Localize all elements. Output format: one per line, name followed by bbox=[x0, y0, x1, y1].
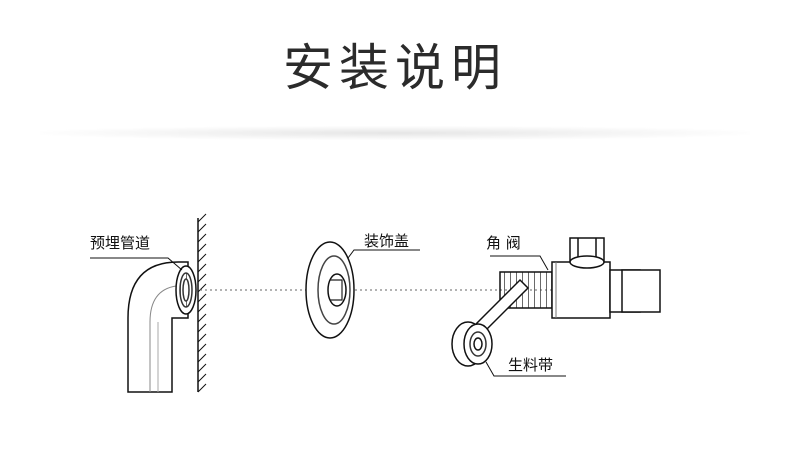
angle-valve-label: 角 阀 bbox=[486, 234, 521, 252]
angle-valve-leader bbox=[490, 255, 549, 271]
teflon-tape-leader bbox=[485, 361, 566, 377]
angle-valve bbox=[499, 237, 661, 319]
teflon-tape bbox=[451, 278, 530, 367]
decorative-cover-leader bbox=[347, 249, 420, 259]
teflon-tape-label: 生料带 bbox=[508, 356, 553, 374]
embedded-pipe-leader bbox=[90, 257, 183, 271]
title-divider-shadow bbox=[40, 126, 750, 140]
embedded-pipe bbox=[127, 261, 197, 393]
page-title: 安装说明 bbox=[283, 39, 507, 97]
wall bbox=[197, 213, 207, 393]
embedded-pipe-label: 预埋管道 bbox=[90, 234, 150, 252]
decorative-cover-label: 装饰盖 bbox=[364, 232, 409, 250]
decorative-cover bbox=[305, 241, 355, 339]
